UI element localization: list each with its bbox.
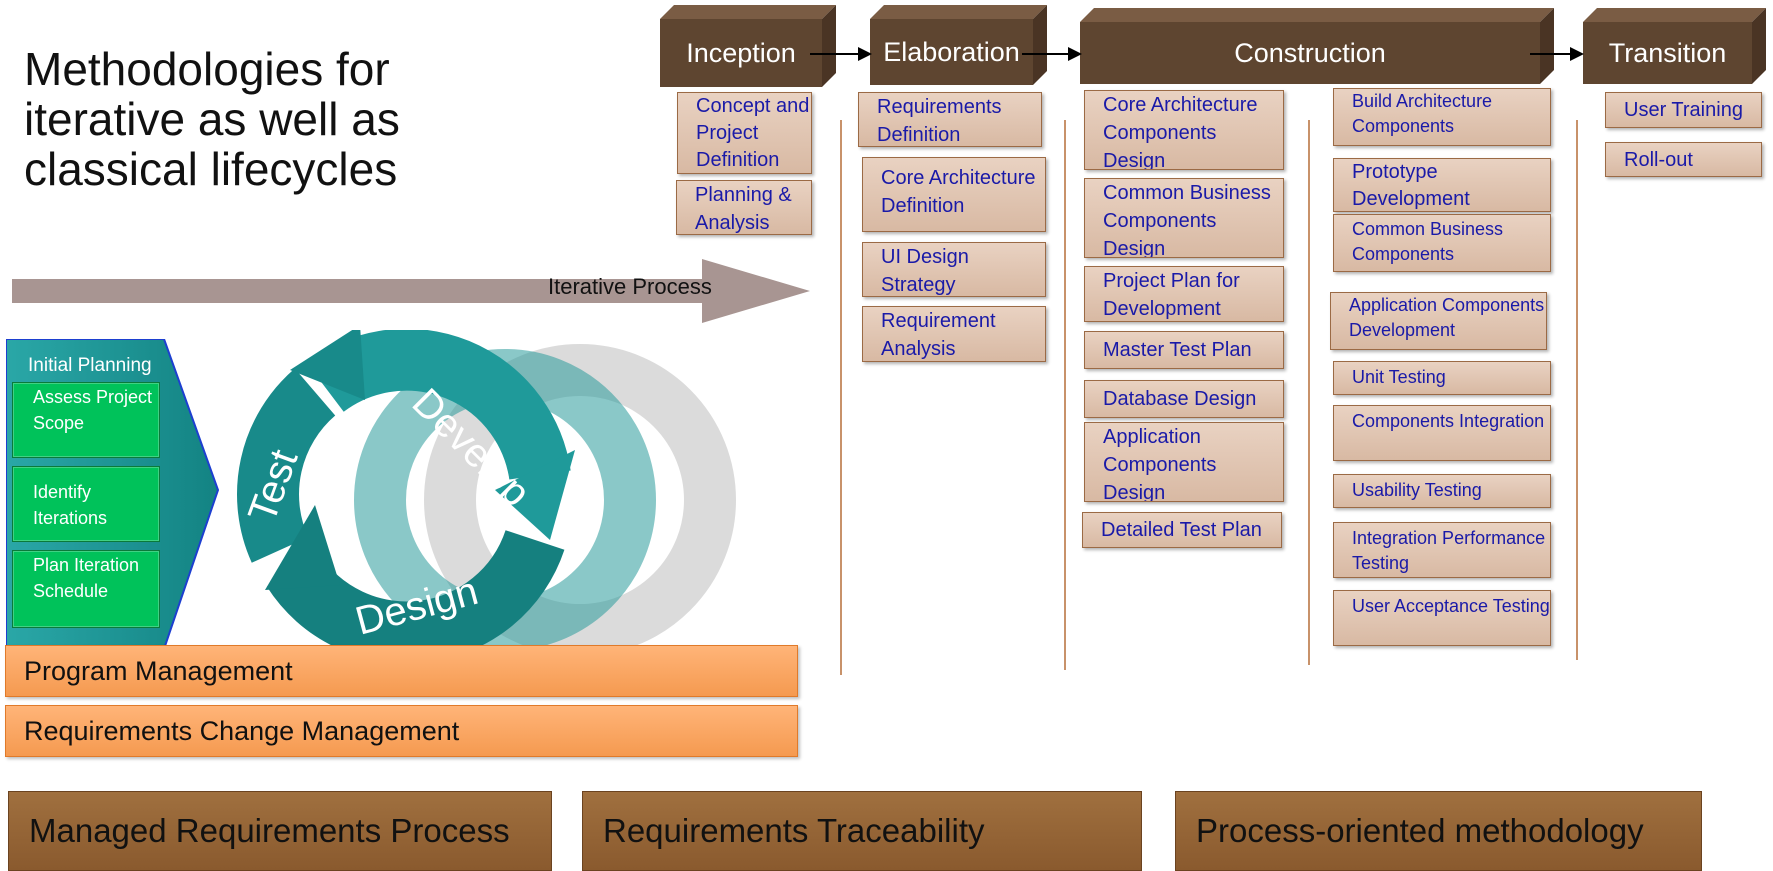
- activity-components-integration: Components Integration: [1333, 405, 1551, 461]
- activity-unit-testing: Unit Testing: [1333, 361, 1551, 395]
- activity-user-acceptance-testing: User Acceptance Testing: [1333, 590, 1551, 646]
- activity-build-architecture-components: Build Architecture Components: [1333, 88, 1551, 146]
- activity-user-training: User Training: [1605, 92, 1762, 128]
- activity-requirement-analysis: Requirement Analysis: [862, 306, 1046, 362]
- arrow-inception-to-elaboration: [810, 47, 872, 61]
- activity-label: Requirements Definition: [877, 96, 1002, 146]
- banner-process-oriented-methodology: Process-oriented methodology: [1175, 791, 1702, 871]
- requirements-change-management-bar: Requirements Change Management: [5, 705, 798, 757]
- activity-label: Common Business Components Design: [1103, 182, 1271, 258]
- planning-item-label: Assess Project Scope: [33, 387, 153, 433]
- activity-core-architecture-components-design: Core Architecture Components Design: [1084, 90, 1284, 170]
- activity-application-components-development: Application Components Development: [1330, 292, 1547, 350]
- phase-transition: Transition: [1583, 8, 1766, 84]
- activity-label: User Training: [1624, 99, 1743, 121]
- requirements-change-management-label: Requirements Change Management: [24, 715, 460, 746]
- planning-item-identify-iterations: Identify Iterations: [12, 466, 160, 542]
- arrow-construction-to-transition: [1530, 47, 1584, 61]
- activity-label: Build Architecture Components: [1352, 91, 1493, 136]
- activity-label: Concept and Project Definition: [696, 95, 810, 171]
- planning-item-label: Identify Iterations: [33, 482, 108, 528]
- activity-planning-analysis: Planning & Analysis: [676, 180, 812, 235]
- banner-label: Managed Requirements Process: [29, 812, 510, 849]
- activity-project-plan-development: Project Plan for Development: [1084, 266, 1284, 322]
- phase-construction-label: Construction: [1080, 22, 1540, 84]
- phase-transition-label: Transition: [1583, 22, 1752, 84]
- main-cycle: [237, 330, 575, 660]
- activity-detailed-test-plan: Detailed Test Plan: [1082, 512, 1282, 548]
- program-management-bar: Program Management: [5, 645, 798, 697]
- activity-label: Unit Testing: [1352, 367, 1446, 387]
- activity-common-business-components-design: Common Business Components Design: [1084, 178, 1284, 258]
- planning-item-iteration-schedule: Plan Iteration Schedule: [12, 550, 160, 628]
- arrow-elaboration-to-construction: [1022, 47, 1082, 61]
- activity-label: Application Components Design: [1103, 426, 1217, 502]
- activity-label: UI Design Strategy: [881, 246, 969, 296]
- activity-label: Planning & Analysis: [695, 184, 792, 234]
- banner-label: Process-oriented methodology: [1196, 812, 1644, 849]
- planning-item-label: Plan Iteration Schedule: [33, 555, 140, 601]
- activity-label: Core Architecture Components Design: [1103, 94, 1258, 170]
- activity-integration-performance-testing: Integration Performance Testing: [1333, 522, 1551, 578]
- activity-label: Master Test Plan: [1103, 339, 1252, 361]
- activity-roll-out: Roll-out: [1605, 142, 1762, 177]
- activity-prototype-development: Prototype Development: [1333, 158, 1551, 212]
- activity-label: Core Architecture Definition: [881, 167, 1036, 217]
- activity-database-design: Database Design: [1084, 380, 1284, 418]
- iterative-process-arrow: [12, 259, 810, 323]
- activity-label: Requirement Analysis: [881, 310, 996, 360]
- activity-requirements-definition: Requirements Definition: [858, 92, 1042, 147]
- banner-label: Requirements Traceability: [603, 812, 985, 849]
- activity-master-test-plan: Master Test Plan: [1084, 331, 1284, 369]
- activity-label: User Acceptance Testing: [1352, 596, 1550, 616]
- activity-core-architecture-definition: Core Architecture Definition: [862, 157, 1046, 232]
- divider-construction-right: [1576, 120, 1578, 660]
- iterative-process-label: Iterative Process: [548, 274, 712, 299]
- activity-label: Prototype Development: [1352, 161, 1470, 210]
- activity-label: Components Integration: [1352, 411, 1545, 431]
- activity-label: Integration Performance Testing: [1352, 528, 1546, 573]
- initial-planning-title: Initial Planning: [28, 355, 152, 376]
- iteration-cycle-diagram: Develop Test Design: [237, 330, 736, 660]
- planning-item-assess-scope: Assess Project Scope: [12, 382, 160, 458]
- activity-label: Roll-out: [1624, 149, 1693, 171]
- banner-requirements-traceability: Requirements Traceability: [582, 791, 1142, 871]
- activity-concept-definition: Concept and Project Definition: [677, 92, 812, 174]
- phase-construction: Construction: [1080, 8, 1554, 84]
- phase-elaboration-label: Elaboration: [870, 19, 1033, 85]
- divider-elaboration: [1064, 120, 1066, 670]
- divider-inception: [840, 120, 842, 675]
- page-title: Methodologies for iterative as well as c…: [24, 43, 400, 195]
- phase-inception: Inception: [660, 5, 836, 87]
- activity-common-business-components: Common Business Components: [1333, 214, 1551, 272]
- activity-ui-design-strategy: UI Design Strategy: [862, 242, 1046, 297]
- activity-label: Database Design: [1103, 388, 1257, 410]
- activity-application-components-design: Application Components Design: [1084, 422, 1284, 502]
- program-management-label: Program Management: [24, 655, 293, 686]
- activity-label: Application Components Development: [1349, 295, 1545, 340]
- activity-label: Detailed Test Plan: [1101, 519, 1262, 541]
- activity-label: Usability Testing: [1352, 480, 1482, 500]
- activity-usability-testing: Usability Testing: [1333, 474, 1551, 508]
- banner-managed-requirements-process: Managed Requirements Process: [8, 791, 552, 871]
- activity-label: Project Plan for Development: [1103, 270, 1240, 320]
- divider-construction: [1308, 120, 1310, 665]
- phase-elaboration: Elaboration: [870, 5, 1047, 85]
- phase-inception-label: Inception: [660, 19, 822, 87]
- activity-label: Common Business Components: [1352, 219, 1504, 264]
